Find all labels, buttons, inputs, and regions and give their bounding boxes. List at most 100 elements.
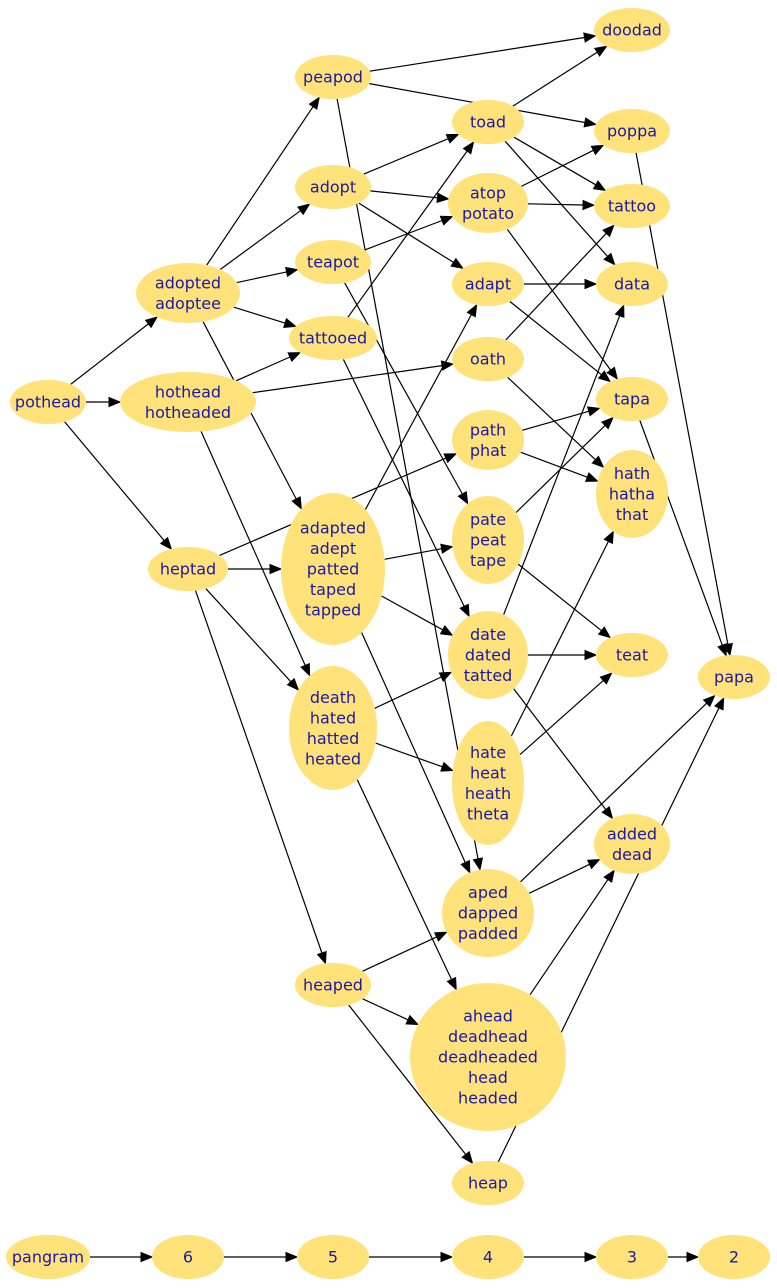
edge-arrowhead <box>286 677 300 691</box>
node-label: oath <box>470 350 506 369</box>
edge-line <box>233 306 286 324</box>
node-label: date <box>470 625 506 644</box>
edge-arrowhead <box>602 224 615 238</box>
edge-line <box>362 936 437 972</box>
edge-adapt-to-data <box>524 278 598 290</box>
edge-path-to-tapa <box>521 406 601 431</box>
node-shape <box>410 983 566 1131</box>
edge-arrowhead <box>433 931 448 942</box>
node-label: peapod <box>303 68 363 87</box>
edge-date-to-data <box>503 304 625 615</box>
node-label: adopt <box>310 178 356 197</box>
edge-line <box>219 210 301 270</box>
node-shape <box>442 869 534 957</box>
edge-adopted-to-peapod <box>206 96 320 266</box>
edge-adopted-to-teapot <box>236 266 299 284</box>
node-shape <box>289 316 377 360</box>
edge-arrowhead <box>436 192 450 203</box>
node-shape <box>452 721 524 845</box>
edge-hothead-to-tattooed <box>235 352 302 382</box>
node-pothead: pothead <box>10 380 86 424</box>
node-shape <box>281 493 385 645</box>
edge-death-to-date <box>374 671 453 709</box>
node-shape <box>295 55 371 99</box>
edge-arrowhead <box>603 530 614 545</box>
node-shape <box>596 1235 668 1279</box>
edge-aped-to-added <box>528 859 601 894</box>
node-label: heated <box>305 749 361 768</box>
edge-line <box>347 150 468 318</box>
edge-arrowhead <box>592 180 607 192</box>
edge-death-to-ahead <box>356 779 457 991</box>
edge-arrowhead <box>583 32 597 43</box>
node-label: pangram <box>12 1248 84 1267</box>
node-label: hatha <box>609 485 655 504</box>
node-n3: 3 <box>596 1235 668 1279</box>
edge-line <box>513 688 607 810</box>
edge-line <box>235 356 291 382</box>
edge-line <box>363 138 449 175</box>
node-pangram: pangram <box>6 1235 90 1279</box>
node-shape <box>452 496 524 584</box>
edge-line <box>364 314 472 510</box>
node-shape <box>452 1235 524 1279</box>
edge-line <box>513 136 597 186</box>
edge-arrowhead <box>285 266 299 278</box>
edge-line <box>336 98 479 860</box>
node-label: 3 <box>627 1248 637 1267</box>
node-label: hate <box>470 743 506 762</box>
edge-line <box>348 1004 467 1155</box>
edge-line <box>509 301 602 376</box>
node-label: hotheaded <box>145 403 231 422</box>
node-label: deadhead <box>448 1027 528 1046</box>
edge-atop-to-tapa <box>506 228 619 380</box>
edge-line <box>520 702 708 883</box>
node-shape <box>594 814 670 874</box>
node-label: pate <box>470 510 506 529</box>
edge-adapt-to-tapa <box>509 301 612 383</box>
node-label: tapped <box>305 601 361 620</box>
node-shape <box>452 1161 524 1205</box>
edge-line <box>374 676 442 709</box>
edge-line <box>252 365 443 394</box>
edge-arrowhead <box>599 672 613 685</box>
edge-peapod-to-doodad <box>369 32 597 72</box>
edge-line <box>520 451 588 478</box>
edge-line <box>375 742 443 768</box>
node-shape <box>295 240 371 284</box>
edge-arrowhead <box>714 696 725 711</box>
edge-line <box>503 315 621 615</box>
node-label: hath <box>614 464 650 483</box>
edge-line <box>517 563 602 632</box>
node-label: heap <box>468 1174 508 1193</box>
node-n6: 6 <box>152 1235 224 1279</box>
nodes-layer: potheadhotheadhotheadedadoptedadopteehep… <box>6 8 770 1279</box>
node-shape <box>297 1235 369 1279</box>
node-shape <box>148 547 228 591</box>
node-label: poppa <box>607 122 657 141</box>
edge-hate-to-hath <box>510 530 614 737</box>
node-peapod: peapod <box>295 55 371 99</box>
node-heaped: heaped <box>295 963 371 1007</box>
node-n5: 5 <box>297 1235 369 1279</box>
edge-heptad-to-adapted <box>228 563 283 575</box>
edge-hate-to-teat <box>519 672 613 756</box>
edge-line <box>528 863 590 894</box>
edge-line <box>342 359 465 607</box>
edge-arrowhead <box>593 45 608 57</box>
node-label: dated <box>465 646 511 665</box>
node-doodad: doodad <box>594 8 670 52</box>
edge-arrowhead <box>472 857 484 871</box>
node-label: dead <box>612 845 652 864</box>
edge-line <box>200 431 306 666</box>
edge-death-to-hate <box>375 742 454 772</box>
edge-date-to-teat <box>528 649 598 661</box>
edge-arrowhead <box>702 694 716 708</box>
edge-line <box>507 376 596 461</box>
